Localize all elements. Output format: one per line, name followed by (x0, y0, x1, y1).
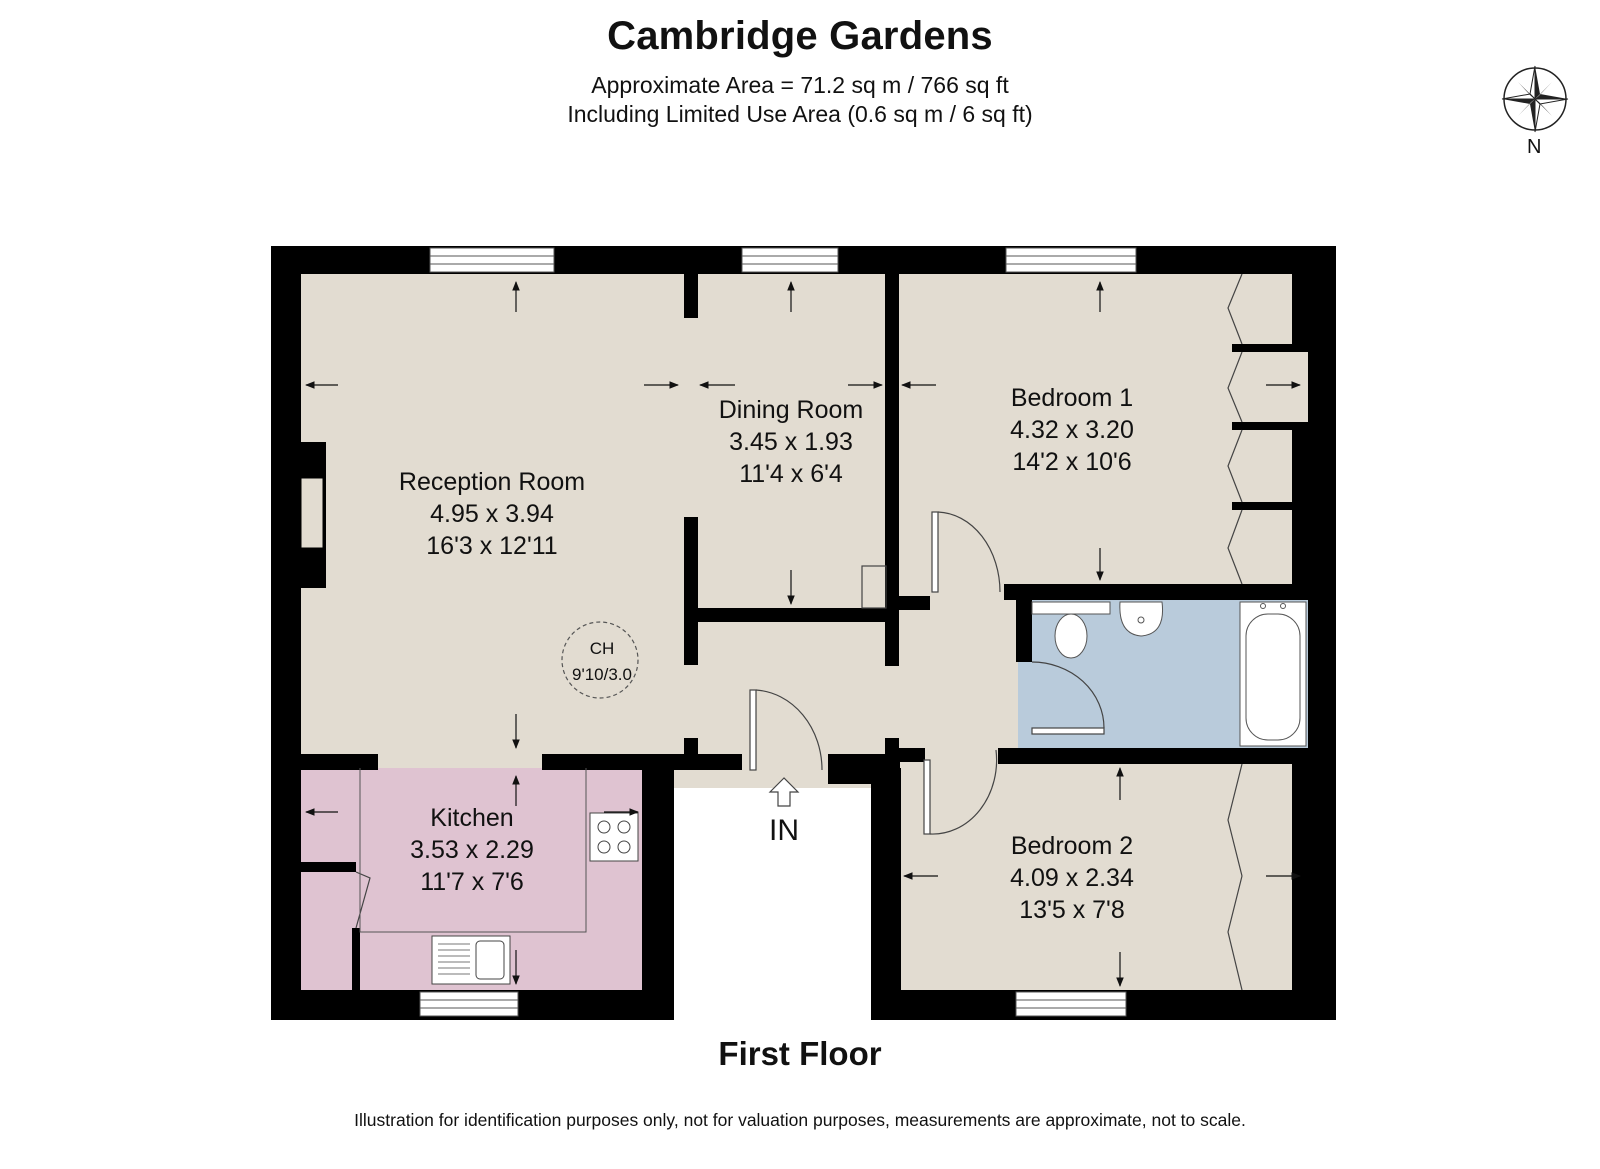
kitchen-imperial: 11'7 x 7'6 (420, 868, 524, 896)
compass-rose-icon (1501, 65, 1569, 133)
disclaimer: Illustration for identification purposes… (354, 1110, 1246, 1130)
entrance-label: IN (769, 814, 799, 847)
ceiling-height-value: 9'10/3.0 (572, 665, 632, 684)
dining-room-name: Dining Room (719, 396, 864, 424)
doors (749, 511, 1105, 835)
hob-icon (589, 812, 639, 862)
ceiling-height-marker (561, 621, 639, 699)
bedroom1-name: Bedroom 1 (1011, 384, 1133, 412)
dining-room-metric: 3.45 x 1.93 (729, 428, 853, 456)
floor-label: First Floor (718, 1035, 882, 1072)
wardrobe-doors (355, 273, 1243, 991)
approximate-area: Approximate Area = 71.2 sq m / 766 sq ft (591, 72, 1009, 98)
ceiling-height-label: CH (590, 639, 615, 658)
reception-room-metric: 4.95 x 3.94 (430, 500, 554, 528)
internal-walls (298, 274, 1336, 992)
dining-room-imperial: 11'4 x 6'4 (739, 460, 843, 488)
dimension-arrows (305, 281, 1301, 987)
toilet-icon (1054, 613, 1088, 659)
entrance-arrow-icon (768, 777, 800, 807)
compass-north-label: N (1527, 136, 1541, 158)
windows (419, 247, 1137, 1017)
reception-room-imperial: 16'3 x 12'11 (426, 532, 557, 560)
bedroom1-metric: 4.32 x 3.20 (1010, 416, 1134, 444)
bedroom2-imperial: 13'5 x 7'8 (1019, 896, 1124, 924)
property-title: Cambridge Gardens (607, 14, 993, 58)
bathroom-fixtures (1031, 601, 1307, 747)
kitchen-sink-icon (431, 935, 511, 985)
limited-use-area: Including Limited Use Area (0.6 sq m / 6… (567, 101, 1033, 127)
reception-room-name: Reception Room (399, 468, 585, 496)
kitchen-counter (359, 768, 587, 933)
bedroom1-imperial: 14'2 x 10'6 (1012, 448, 1131, 476)
kitchen-name: Kitchen (430, 804, 513, 832)
bedroom2-name: Bedroom 2 (1011, 832, 1133, 860)
bedroom2-metric: 4.09 x 2.34 (1010, 864, 1134, 892)
kitchen-metric: 3.53 x 2.29 (410, 836, 534, 864)
